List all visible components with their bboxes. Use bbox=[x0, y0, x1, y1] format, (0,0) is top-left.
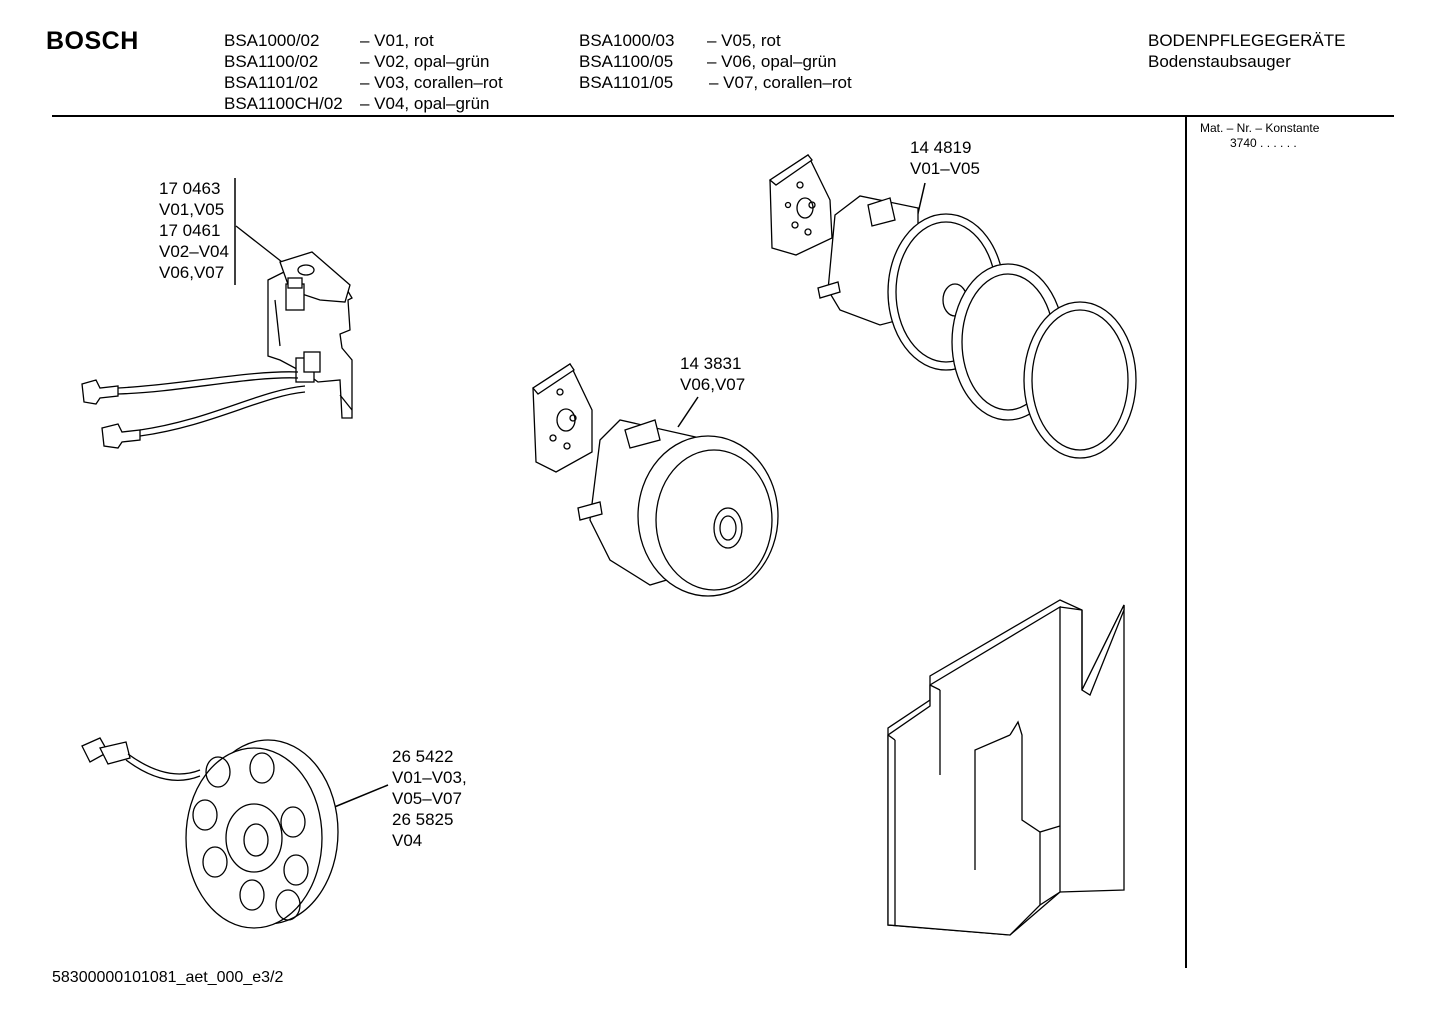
small-motor-part bbox=[532, 363, 779, 597]
model-code: BSA1100CH/02 bbox=[224, 94, 343, 113]
model-variant: – V05, rot bbox=[707, 31, 781, 50]
callout-motor-small: 14 3831 V06,V07 bbox=[680, 353, 745, 395]
model-variant: – V07, corallen–rot bbox=[709, 73, 852, 92]
callout-line: 14 3831 bbox=[680, 354, 742, 373]
model-list-right: BSA1000/03 – V05, rot BSA1100/05 – V06, op… bbox=[579, 30, 852, 93]
model-code: BSA1101/02 bbox=[224, 73, 319, 92]
material-value: 3740 . . . . . . bbox=[1230, 136, 1297, 150]
model-variant: – V01, rot bbox=[360, 31, 434, 50]
switch-assembly-part bbox=[81, 178, 353, 449]
callout-line: V06,V07 bbox=[159, 263, 225, 282]
large-motor-part bbox=[768, 154, 1137, 459]
model-code: BSA1000/03 bbox=[579, 31, 675, 50]
model-variant: – V04, opal–grün bbox=[360, 94, 490, 113]
filter-plate-part bbox=[887, 599, 1125, 936]
model-code: BSA1101/05 bbox=[579, 73, 674, 92]
callout-cord-reel: 26 5422 V01–V03, V05–V07 26 5825 V04 bbox=[392, 746, 467, 851]
material-number-block: Mat. – Nr. – Konstante 3740 . . . . . . bbox=[1200, 121, 1319, 151]
callout-line: V01–V03, bbox=[392, 768, 467, 787]
model-variant: – V06, opal–grün bbox=[707, 52, 837, 71]
side-column-divider bbox=[1185, 116, 1187, 968]
cord-reel-part bbox=[81, 737, 389, 929]
callout-line: 26 5422 bbox=[392, 747, 454, 766]
header-divider bbox=[52, 115, 1394, 117]
callout-line: 14 4819 bbox=[910, 138, 972, 157]
brand-logo: BOSCH bbox=[46, 27, 139, 55]
callout-line: 17 0463 bbox=[159, 179, 221, 198]
callout-line: V01,V05 bbox=[159, 200, 225, 219]
callout-line: V06,V07 bbox=[680, 375, 746, 394]
model-code: BSA1100/05 bbox=[579, 52, 674, 71]
callout-motor-large: 14 4819 V01–V05 bbox=[910, 137, 980, 179]
callout-switch: 17 0463 V01,V05 17 0461 V02–V04 V06,V07 bbox=[159, 178, 229, 283]
callout-line: V04 bbox=[392, 831, 423, 850]
model-code: BSA1000/02 bbox=[224, 31, 320, 50]
model-list-left: BSA1000/02 – V01, rot BSA1100/02 – V02, op… bbox=[224, 30, 503, 114]
category-block: BODENPFLEGEGERÄTE Bodenstaubsauger bbox=[1148, 30, 1345, 72]
model-variant: – V02, opal–grün bbox=[360, 52, 490, 71]
callout-line: 17 0461 bbox=[159, 221, 221, 240]
callout-line: 26 5825 bbox=[392, 810, 454, 829]
material-label: Mat. – Nr. – Konstante bbox=[1200, 121, 1320, 135]
callout-line: V01–V05 bbox=[910, 159, 980, 178]
document-id-footer: 58300000101081_aet_000_e3/2 bbox=[52, 969, 284, 986]
model-code: BSA1100/02 bbox=[224, 52, 319, 71]
model-variant: – V03, corallen–rot bbox=[360, 73, 503, 92]
subcategory-title: Bodenstaubsauger bbox=[1148, 52, 1291, 71]
category-title: BODENPFLEGEGERÄTE bbox=[1148, 31, 1346, 50]
callout-line: V02–V04 bbox=[159, 242, 229, 261]
callout-line: V05–V07 bbox=[392, 789, 462, 808]
